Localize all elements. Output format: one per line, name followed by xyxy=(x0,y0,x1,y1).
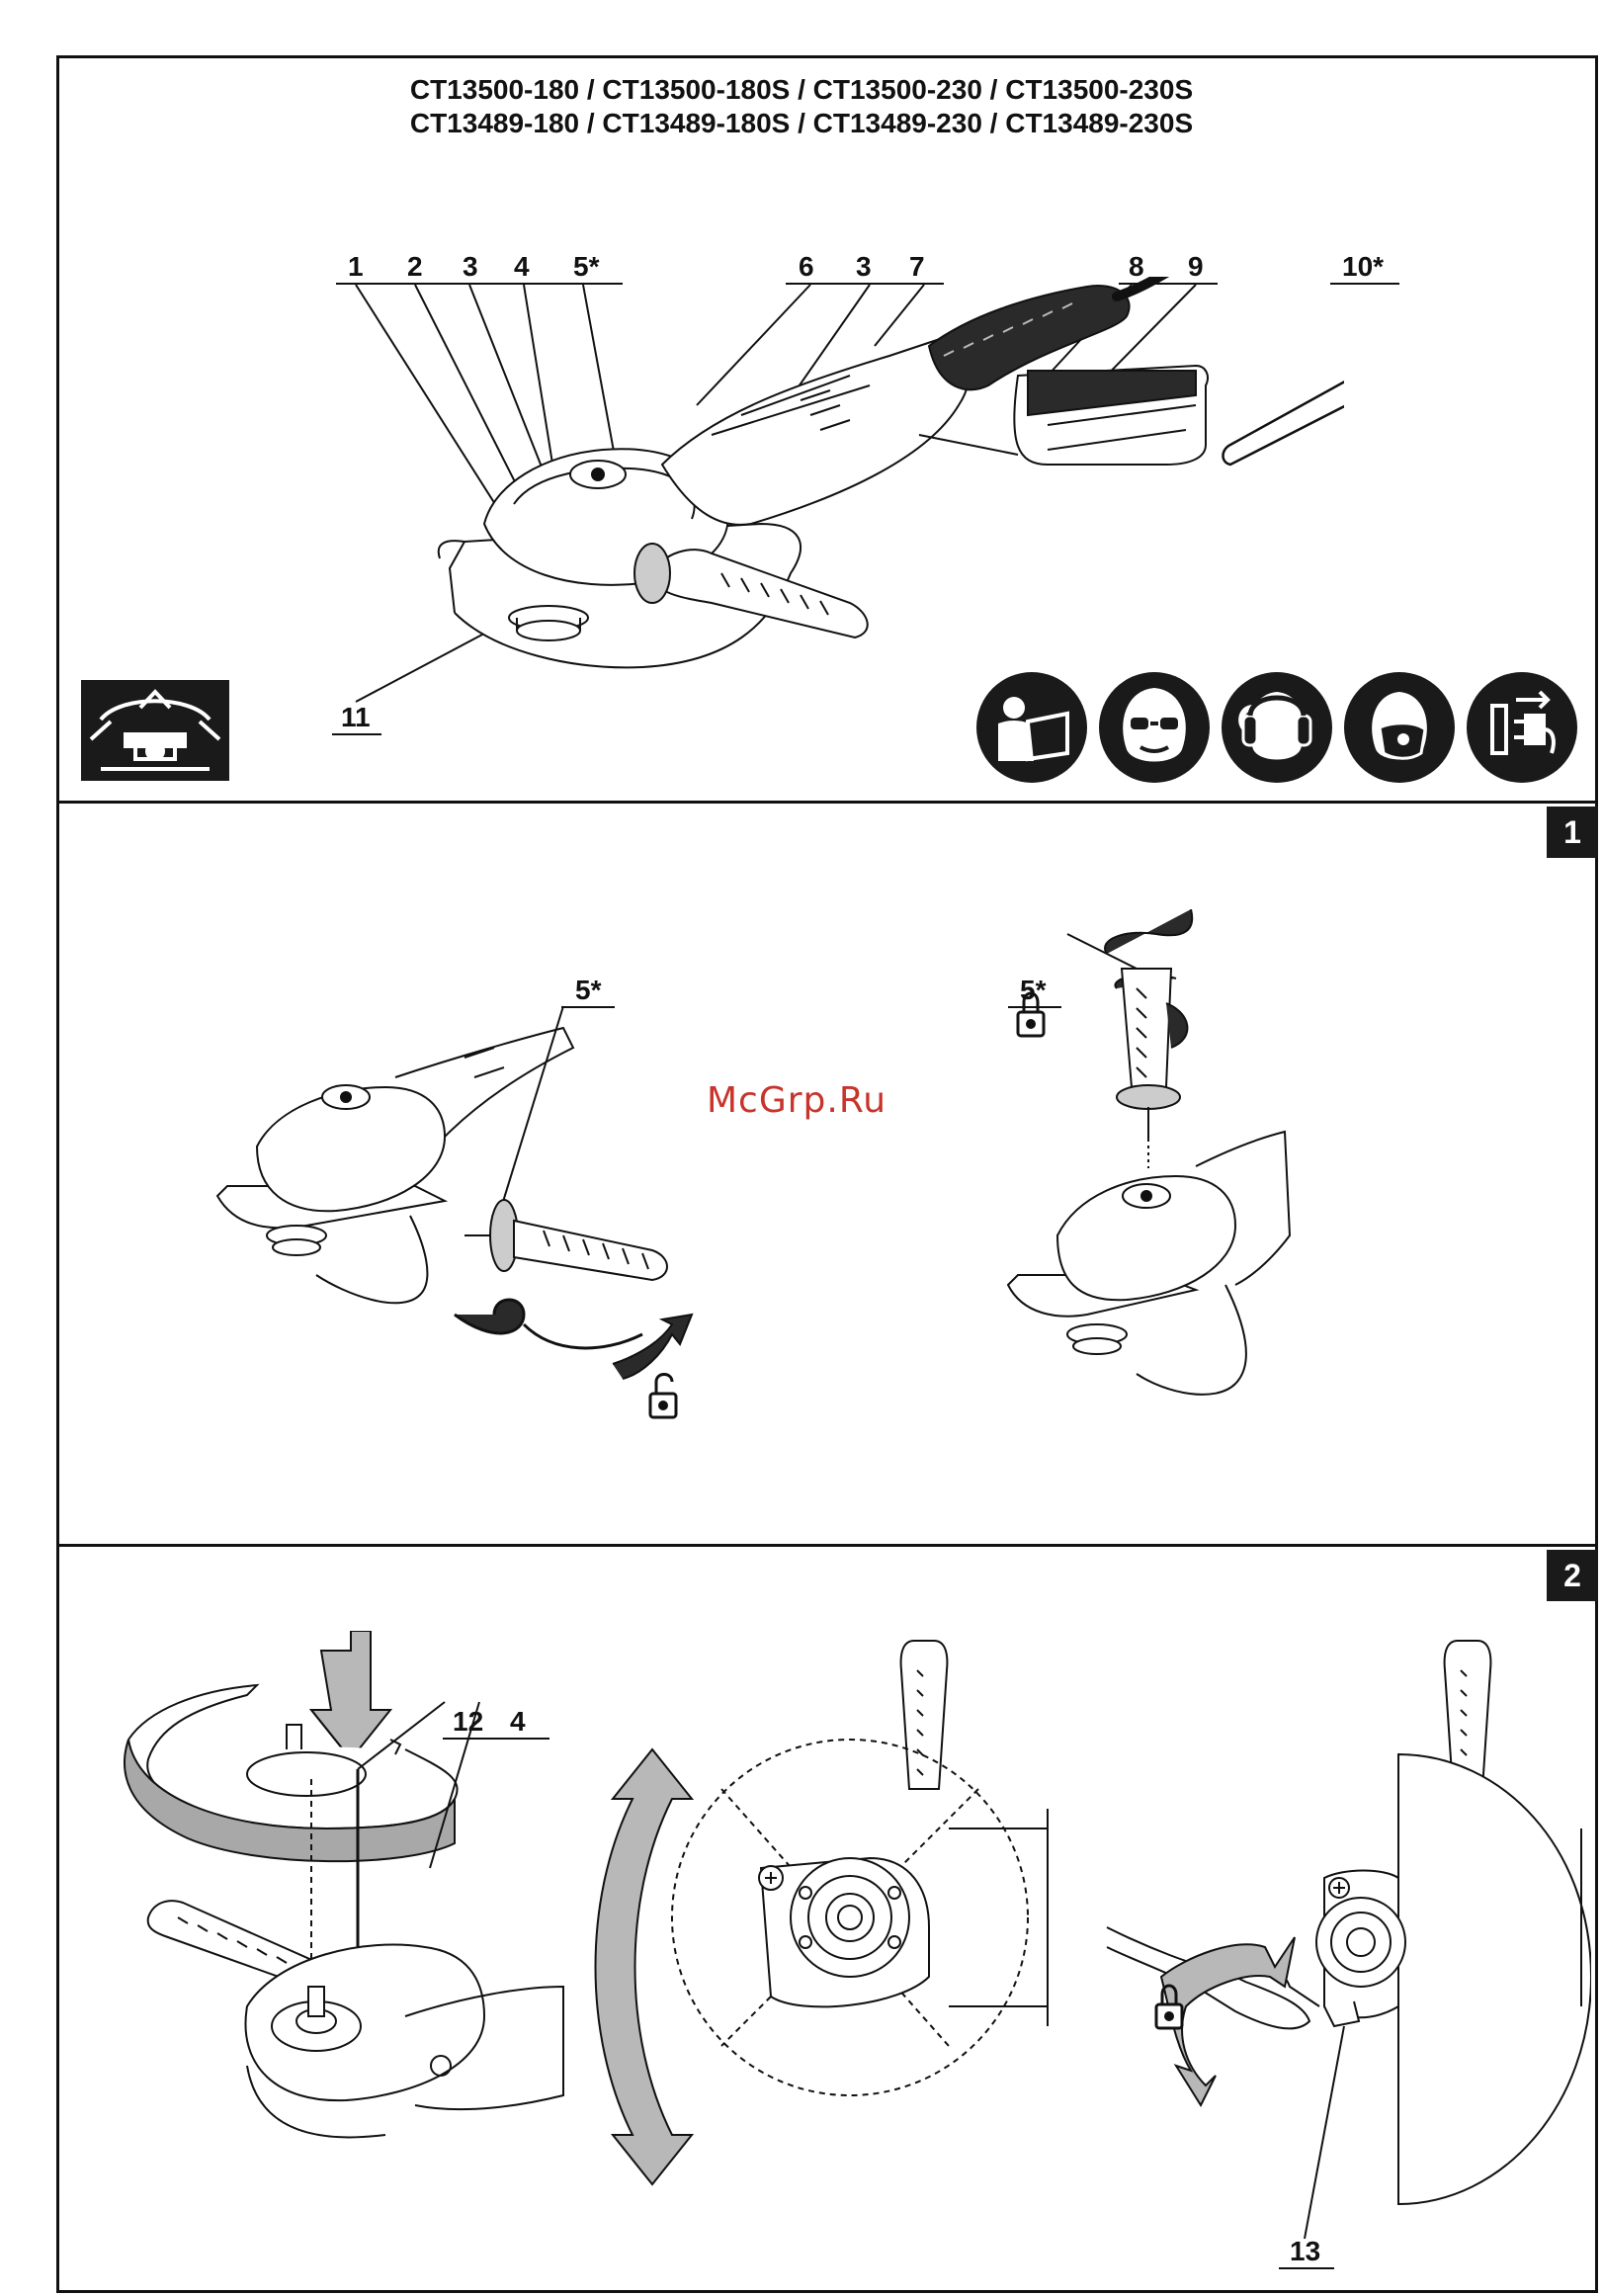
guard-lock-drawing xyxy=(1087,1631,1591,2244)
section-number-2: 2 xyxy=(1547,1550,1598,1601)
model-line-1: CT13500-180 / CT13500-180S / CT13500-230… xyxy=(0,73,1603,107)
eye-protection-icon xyxy=(1099,672,1210,783)
section-divider-2 xyxy=(56,1544,1598,1547)
watermark: McGrp.Ru xyxy=(707,1080,886,1121)
dust-mask-icon xyxy=(1344,672,1455,783)
section-number-1: 1 xyxy=(1547,807,1598,858)
callout-baseline-11 xyxy=(332,733,381,735)
read-manual-icon xyxy=(976,672,1087,783)
guard-placement-drawing xyxy=(109,1631,573,2283)
side-handle-attach-drawing xyxy=(198,998,731,1453)
grinder-overview-drawing xyxy=(336,277,1344,712)
ear-protection-icon xyxy=(1222,672,1332,783)
callout-10: 10* xyxy=(1342,251,1384,283)
side-handle-top-drawing xyxy=(998,909,1295,1453)
guard-adjust-icon xyxy=(81,680,229,781)
model-line-2: CT13489-180 / CT13489-180S / CT13489-230… xyxy=(0,107,1603,140)
section-divider-1 xyxy=(56,801,1598,804)
unplug-icon xyxy=(1467,672,1577,783)
guard-rotation-drawing xyxy=(573,1631,1087,2204)
callout-baseline-13 xyxy=(1279,2267,1334,2269)
model-header: CT13500-180 / CT13500-180S / CT13500-230… xyxy=(0,73,1603,140)
